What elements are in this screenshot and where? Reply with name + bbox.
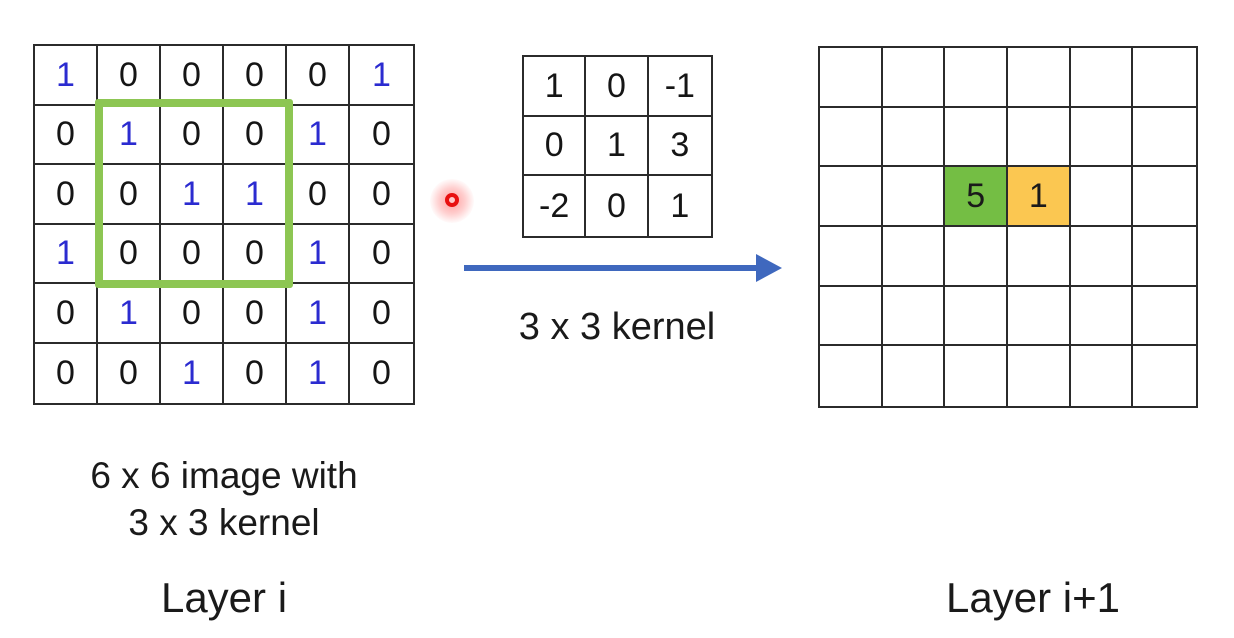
image-caption-line2: 3 x 3 kernel (128, 502, 320, 544)
grid-cell (820, 346, 883, 406)
grid-cell (1133, 287, 1196, 347)
image-caption-line1: 6 x 6 image with (90, 455, 358, 496)
grid-cell: 1 (98, 284, 161, 344)
grid-cell: 0 (35, 105, 98, 165)
grid-cell: 0 (98, 343, 161, 403)
grid-cell (820, 286, 883, 347)
grid-cell: -2 (524, 176, 587, 236)
grid-cell (820, 48, 883, 108)
grid-cell: 1 (1008, 167, 1071, 227)
grid-cell: 1 (161, 165, 224, 225)
grid-cell: 0 (224, 46, 287, 106)
kernel-label: 3 x 3 kernel (518, 306, 716, 348)
grid-cell (1133, 227, 1196, 287)
grid-cell: 0 (161, 46, 224, 106)
grid-cell: 0 (524, 116, 587, 177)
grid-cell (1070, 286, 1134, 347)
grid-cell: 0 (287, 46, 350, 106)
grid-cell: 0 (98, 46, 161, 106)
grid-cell: 0 (350, 165, 413, 225)
grid-cell: 0 (35, 284, 98, 344)
grid-cell (820, 227, 883, 287)
grid-cell: 1 (287, 343, 350, 403)
grid-cell (882, 227, 946, 287)
grid-cell: 0 (586, 57, 649, 117)
grid-cell: 1 (35, 224, 98, 284)
grid-cell: 1 (161, 343, 224, 403)
grid-cell (1133, 346, 1196, 406)
grid-cell (820, 107, 883, 168)
grid-cell: 1 (287, 284, 350, 344)
grid-cell: 1 (586, 116, 649, 177)
grid-cell: 0 (35, 343, 98, 403)
grid-cell: 1 (224, 165, 287, 225)
grid-cell (1008, 48, 1071, 108)
layer-i-plus-1-label: Layer i+1 (946, 574, 1120, 621)
grid-cell (1008, 346, 1071, 406)
grid-cell: 0 (224, 224, 287, 284)
grid-cell (882, 48, 946, 108)
grid-cell (1070, 48, 1134, 108)
grid-cell (945, 107, 1008, 168)
laser-pointer-dot (430, 179, 474, 223)
grid-cell: 1 (35, 46, 98, 106)
image-caption: 6 x 6 image with 3 x 3 kernel (23, 452, 425, 547)
grid-cell: 0 (224, 284, 287, 344)
grid-cell: 1 (524, 57, 587, 117)
grid-cell (1070, 167, 1134, 227)
laser-pointer-core (445, 193, 459, 207)
grid-cell: 1 (350, 46, 413, 106)
grid-cell (945, 227, 1008, 287)
grid-cell: 5 (945, 167, 1008, 227)
grid-cell: 0 (98, 224, 161, 284)
grid-cell: 0 (35, 165, 98, 225)
grid-cell: 1 (287, 105, 350, 165)
grid-cell (1133, 108, 1196, 168)
right-arrow-icon (464, 254, 782, 282)
grid-cell (1133, 167, 1196, 227)
grid-cell (882, 107, 946, 168)
grid-cell: 0 (224, 105, 287, 165)
grid-cell (882, 167, 946, 227)
grid-cell (945, 48, 1008, 108)
grid-cell (883, 346, 946, 406)
grid-cell: 1 (670, 187, 690, 226)
grid-cell (1133, 48, 1196, 108)
grid-cell: 0 (98, 165, 161, 225)
grid-cell (820, 167, 883, 227)
grid-cell: 0 (161, 284, 224, 344)
grid-cell (1008, 107, 1071, 168)
grid-cell: 1 (287, 224, 350, 284)
grid-cell: 0 (350, 106, 413, 165)
grid-cell (1070, 107, 1134, 168)
grid-cell (1008, 227, 1071, 287)
grid-cell: 0 (287, 165, 350, 225)
grid-cell: 1 (98, 105, 161, 165)
grid-cell: 0 (372, 354, 391, 393)
grid-cell: -1 (648, 57, 711, 117)
grid-cell: 0 (224, 343, 287, 403)
grid-cell (1008, 286, 1071, 347)
grid-cell: 0 (161, 224, 224, 284)
grid-cell: 0 (161, 105, 224, 165)
grid-cell (1071, 346, 1134, 406)
grid-cell (1070, 227, 1134, 287)
grid-cell: 0 (350, 225, 413, 284)
grid-cell (945, 286, 1008, 347)
grid-cell: 0 (586, 176, 649, 236)
grid-cell: 3 (648, 117, 711, 177)
layer-i-label: Layer i (160, 574, 288, 621)
grid-cell (945, 346, 1008, 406)
grid-cell (882, 286, 946, 347)
grid-cell: 0 (350, 284, 413, 344)
